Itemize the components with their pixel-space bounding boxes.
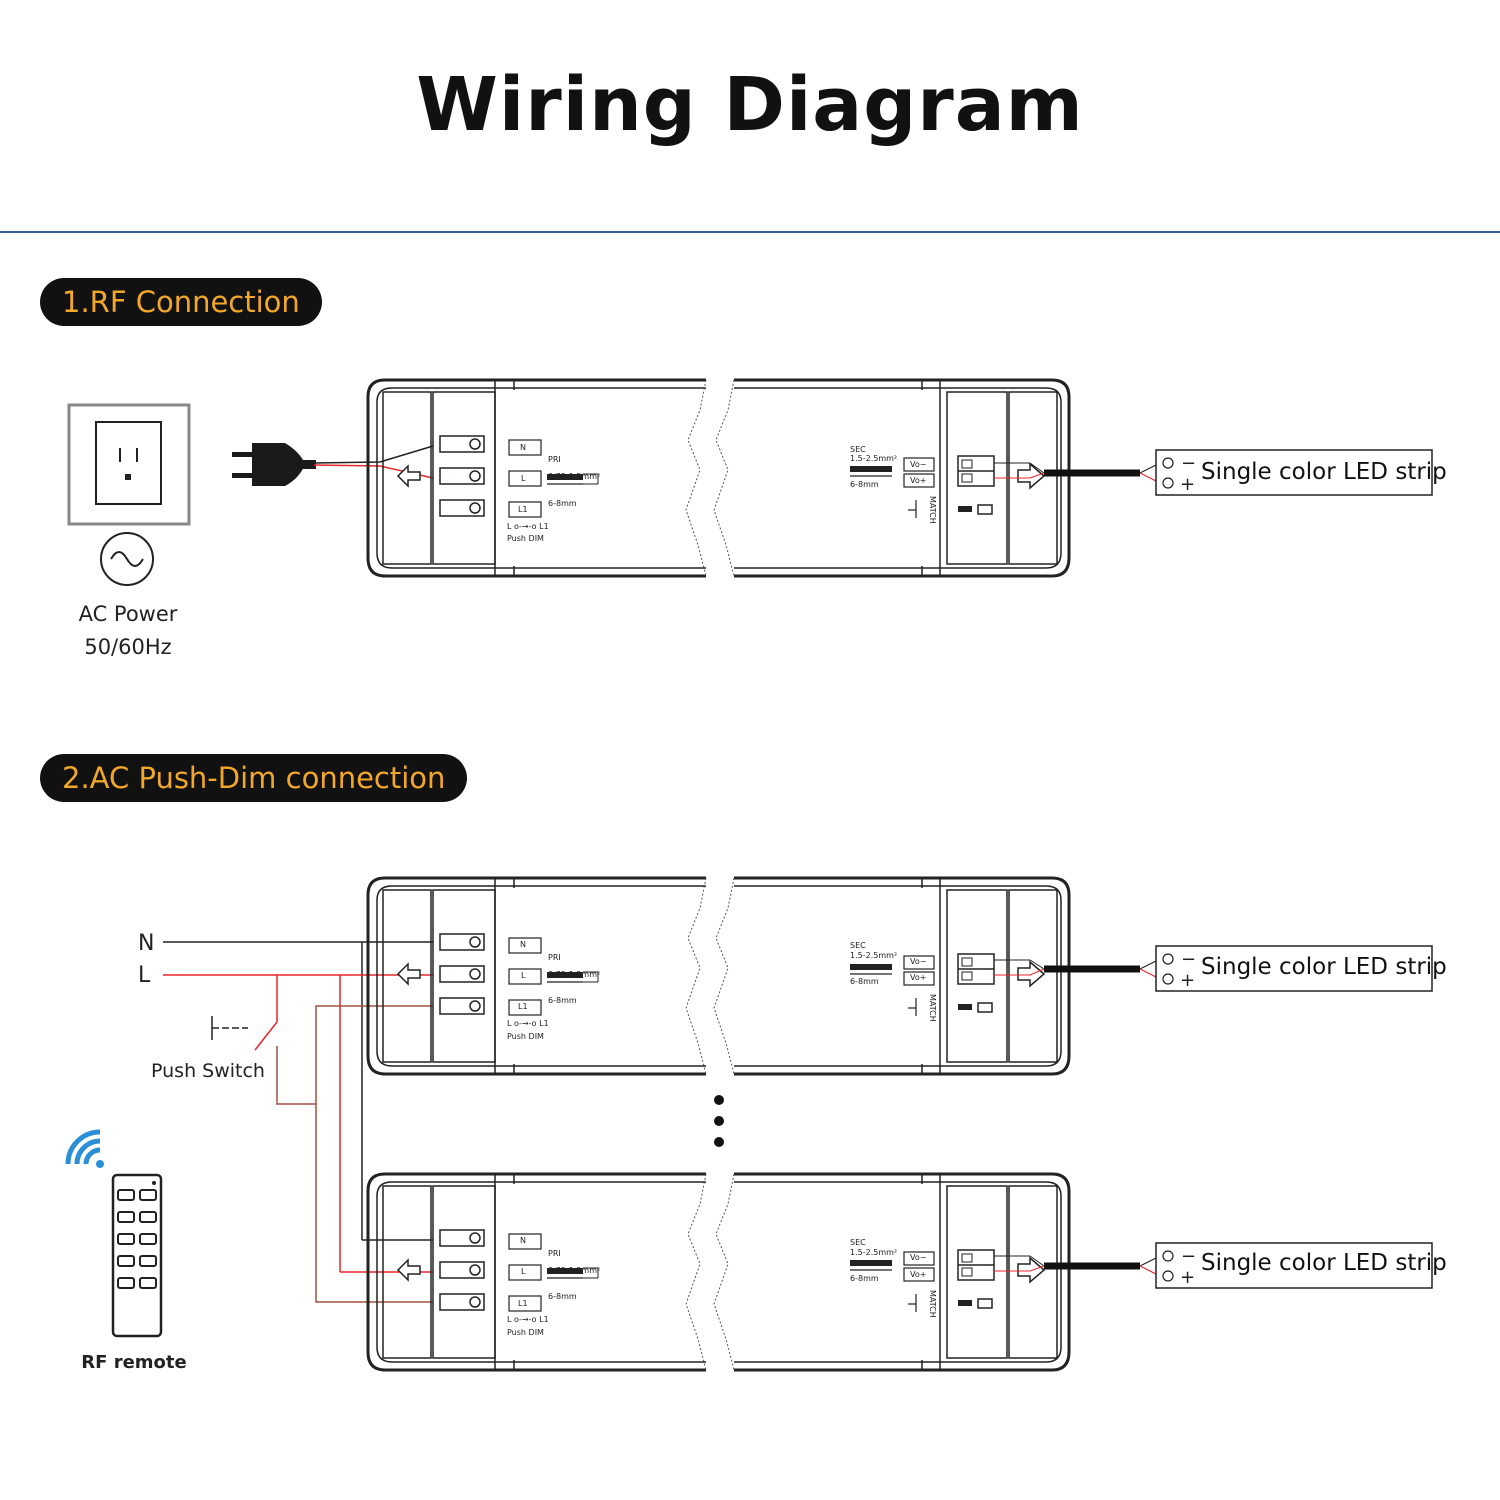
svg-text:+: + — [1180, 1267, 1195, 1288]
svg-text:Vo−: Vo− — [910, 957, 926, 966]
svg-text:0.75-1.5mm²: 0.75-1.5mm² — [548, 970, 600, 979]
push-switch-label: Push Switch — [151, 1060, 265, 1082]
ac-sine-icon — [100, 532, 154, 586]
svg-text:Vo+: Vo+ — [910, 1270, 926, 1279]
strip-pin-signs: − + − + − + — [1180, 453, 1196, 1288]
svg-text:−: − — [1181, 453, 1196, 474]
live-label: L — [138, 963, 151, 988]
svg-text:L o-→-o L1: L o-→-o L1 — [507, 1315, 549, 1324]
wall-outlet-icon — [67, 403, 191, 526]
terminal-n: N — [520, 443, 526, 452]
match-label: MATCH — [928, 496, 937, 524]
ac-power-label: AC Power 50/60Hz — [58, 598, 198, 664]
title-divider — [0, 231, 1500, 233]
neutral-wire — [313, 445, 434, 464]
ac-power-frequency: 50/60Hz — [84, 635, 172, 659]
rf-remote-label: RF remote — [81, 1352, 187, 1373]
more-drivers-dots — [714, 1095, 724, 1147]
push-legend: L o-→-o L1 — [507, 522, 549, 531]
rf-remote-icon — [111, 1173, 163, 1338]
svg-text:PRI: PRI — [548, 953, 561, 962]
svg-text:+: + — [1180, 474, 1195, 495]
section-rf-connection: 1.RF Connection — [40, 278, 322, 326]
driver-2-labels: N L L1 PRI 0.75-1.5mm² 6-8mm L o-→-o L1 … — [507, 940, 937, 1041]
pri-label: PRI — [548, 455, 561, 464]
led-strip-label-1: Single color LED strip — [1201, 459, 1447, 485]
svg-text:6-8mm: 6-8mm — [548, 996, 577, 1005]
svg-text:L1: L1 — [518, 1299, 528, 1308]
svg-text:−: − — [1181, 949, 1196, 970]
svg-text:Vo+: Vo+ — [910, 973, 926, 982]
ac-power-title: AC Power — [78, 602, 178, 626]
svg-text:MATCH: MATCH — [928, 994, 937, 1022]
svg-text:Vo−: Vo− — [910, 1253, 926, 1262]
terminal-l: L — [521, 474, 526, 483]
sec-strip-length: 6-8mm — [850, 480, 879, 489]
led-strip-label-3: Single color LED strip — [1201, 1250, 1447, 1276]
output-neg: Vo− — [910, 460, 926, 469]
svg-text:1.5-2.5mm²: 1.5-2.5mm² — [850, 1248, 897, 1257]
svg-text:N: N — [520, 1236, 526, 1245]
neutral-label: N — [138, 931, 154, 956]
push-switch-icon — [211, 1016, 248, 1040]
svg-text:6-8mm: 6-8mm — [850, 1274, 879, 1283]
driver-3-labels: N L L1 PRI 0.75-1.5mm² 6-8mm L o-→-o L1 … — [507, 1236, 937, 1337]
svg-text:L: L — [521, 971, 526, 980]
svg-text:SEC: SEC — [850, 941, 866, 950]
led-strip-label-2: Single color LED strip — [1201, 954, 1447, 980]
svg-text:SEC: SEC — [850, 1238, 866, 1247]
svg-text:+: + — [1180, 970, 1195, 991]
pri-wire-gauge: 0.75-1.5mm² — [548, 472, 600, 481]
svg-text:MATCH: MATCH — [928, 1290, 937, 1318]
power-plug-icon — [232, 443, 316, 486]
page-title: Wiring Diagram — [416, 62, 1084, 148]
switched-wire — [276, 1046, 316, 1105]
driver-1-labels: N L L1 PRI 0.75-1.5mm² 6-8mm L o-→-o L1 … — [507, 443, 937, 543]
svg-text:−: − — [1181, 1246, 1196, 1267]
svg-text:L o-→-o L1: L o-→-o L1 — [507, 1019, 549, 1028]
svg-text:L1: L1 — [518, 1002, 528, 1011]
svg-text:1.5-2.5mm²: 1.5-2.5mm² — [850, 951, 897, 960]
svg-text:N: N — [520, 940, 526, 949]
svg-text:0.75-1.5mm²: 0.75-1.5mm² — [548, 1266, 600, 1275]
section-ac-push-dim: 2.AC Push-Dim connection — [40, 754, 468, 802]
led-driver-2 — [366, 876, 1071, 1076]
svg-text:6-8mm: 6-8mm — [850, 977, 879, 986]
svg-text:L: L — [521, 1267, 526, 1276]
svg-text:Push DIM: Push DIM — [507, 1032, 544, 1041]
terminal-l1: L1 — [518, 505, 528, 514]
led-driver-3 — [366, 1172, 1071, 1372]
sec-wire-gauge: 1.5-2.5mm² — [850, 454, 897, 463]
svg-text:6-8mm: 6-8mm — [548, 1292, 577, 1301]
svg-text:Push DIM: Push DIM — [507, 1328, 544, 1337]
output-pos: Vo+ — [910, 476, 926, 485]
led-driver-1 — [366, 378, 1071, 578]
pri-strip-length: 6-8mm — [548, 499, 577, 508]
wifi-signal-icon — [65, 1129, 104, 1168]
sec-label: SEC — [850, 445, 866, 454]
push-dim-label: Push DIM — [507, 534, 544, 543]
svg-text:PRI: PRI — [548, 1249, 561, 1258]
